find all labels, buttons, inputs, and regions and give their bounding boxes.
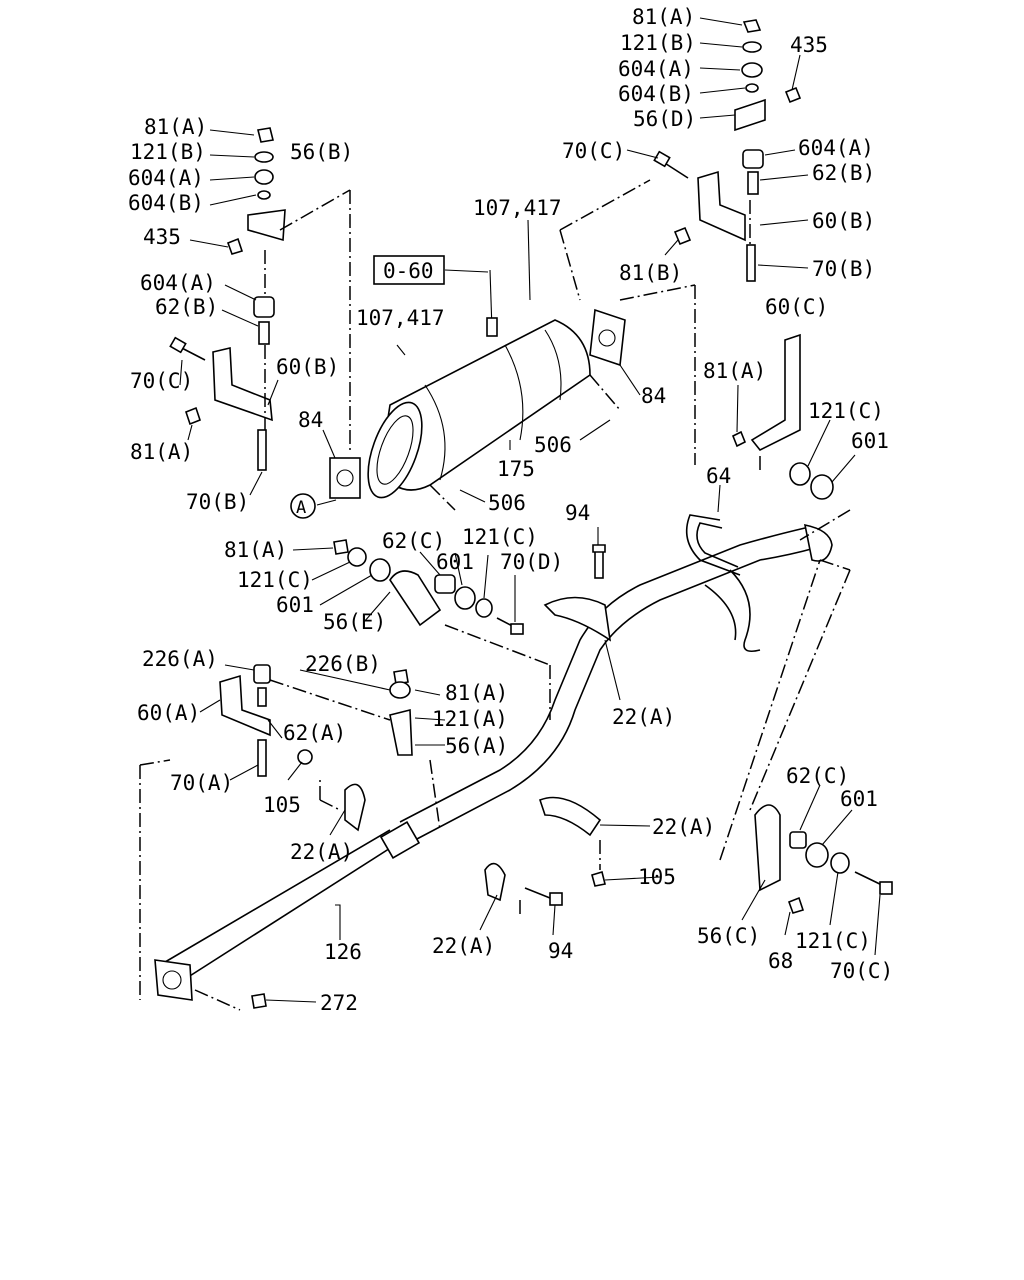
label-56c: 56(C) (697, 924, 760, 948)
label-64: 64 (706, 464, 731, 488)
reference-lines (139, 179, 851, 1011)
label-604a: 604(A) (618, 57, 694, 81)
label-601: 601 (840, 787, 878, 811)
label-70c: 70(C) (830, 959, 893, 983)
label-506: 506 (488, 491, 526, 515)
label-604b: 604(B) (618, 82, 694, 106)
label-226b: 226(B) (305, 652, 381, 676)
label-94: 94 (548, 939, 573, 963)
label-56a: 56(A) (445, 734, 508, 758)
lower-right-hanger (754, 804, 893, 914)
label-62b: 62(B) (812, 161, 875, 185)
label-22a: 22(A) (290, 840, 353, 864)
label-62b: 62(B) (155, 295, 218, 319)
label-81a: 81(A) (130, 440, 193, 464)
label-121b: 121(B) (130, 140, 206, 164)
label-272: 272 (320, 991, 358, 1015)
label-22a: 22(A) (652, 815, 715, 839)
label-60a: 60(A) (137, 701, 200, 725)
label-81b: 81(B) (619, 261, 682, 285)
label-70c: 70(C) (130, 369, 193, 393)
label-62a: 62(A) (283, 721, 346, 745)
label-84: 84 (298, 408, 323, 432)
muffler-canister (329, 269, 626, 499)
middle-bracket (333, 539, 612, 642)
label-121c: 121(C) (795, 929, 871, 953)
label-121b: 121(B) (620, 31, 696, 55)
label-121a: 121(A) (432, 707, 508, 731)
label-56d: 56(D) (633, 107, 696, 131)
leader-lines (179, 17, 881, 1003)
label-94: 94 (565, 501, 590, 525)
label-60c: 60(C) (765, 295, 828, 319)
label-22a: 22(A) (612, 705, 675, 729)
part-labels: 81(A) 121(B) 604(A) 604(B) 56(D) 435 70(… (128, 5, 893, 1015)
label-60b: 60(B) (276, 355, 339, 379)
label-604b: 604(B) (128, 191, 204, 215)
label-126: 126 (324, 940, 362, 964)
label-121c: 121(C) (237, 568, 313, 592)
label-62c: 62(C) (382, 529, 445, 553)
label-601: 601 (436, 550, 474, 574)
label-81a: 81(A) (445, 681, 508, 705)
label-81a: 81(A) (632, 5, 695, 29)
lower-left-hanger (219, 664, 413, 832)
boxed-callout: 0-60 (383, 259, 434, 283)
label-70b: 70(B) (186, 490, 249, 514)
label-435: 435 (790, 33, 828, 57)
label-70b: 70(B) (812, 257, 875, 281)
label-60b: 60(B) (812, 209, 875, 233)
top-right-hanger (653, 19, 834, 576)
label-81a: 81(A) (703, 359, 766, 383)
label-107-417: 107,417 (473, 196, 562, 220)
label-56b: 56(B) (290, 140, 353, 164)
label-226a: 226(A) (142, 647, 218, 671)
label-506: 506 (534, 433, 572, 457)
exhaust-pipe (154, 523, 833, 1001)
label-81a: 81(A) (144, 115, 207, 139)
label-601: 601 (276, 593, 314, 617)
label-70d: 70(D) (500, 550, 563, 574)
label-68: 68 (768, 949, 793, 973)
reference-box (373, 255, 445, 285)
label-70a: 70(A) (170, 771, 233, 795)
label-84: 84 (641, 384, 666, 408)
label-105: 105 (638, 865, 676, 889)
label-121c: 121(C) (808, 399, 884, 423)
label-105: 105 (263, 793, 301, 817)
circle-ref-letter: A (296, 498, 306, 518)
label-604a: 604(A) (140, 271, 216, 295)
label-70c: 70(C) (562, 139, 625, 163)
label-604a: 604(A) (128, 166, 204, 190)
label-435: 435 (143, 225, 181, 249)
lower-clamps (251, 796, 606, 1009)
circle-ref (290, 493, 316, 519)
label-81a: 81(A) (224, 538, 287, 562)
gasket-left (329, 457, 361, 499)
label-601: 601 (851, 429, 889, 453)
label-107-417: 107,417 (356, 306, 445, 330)
label-604a: 604(A) (798, 136, 874, 160)
label-56e: 56(E) (323, 610, 386, 634)
label-22a: 22(A) (432, 934, 495, 958)
label-121c: 121(C) (462, 525, 538, 549)
label-175: 175 (497, 457, 535, 481)
label-62c: 62(C) (786, 764, 849, 788)
gasket-right (589, 308, 626, 367)
